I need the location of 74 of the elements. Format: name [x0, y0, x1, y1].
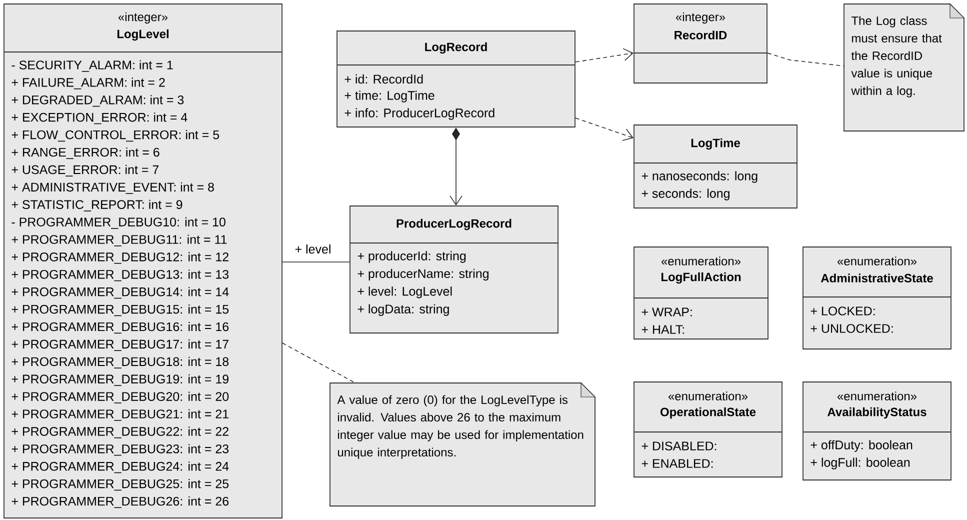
- class-name: LogLevel: [117, 29, 168, 41]
- class-name: LogTime: [691, 138, 740, 150]
- attribute-text: + PROGRAMMER_DEBUG24: int = 24: [12, 462, 229, 474]
- class-box: [634, 124, 798, 208]
- note-text: A value of zero (0) for the LogLevelType is invalid. Values above 26 to the maximum integer value may be used for implementation unique interpretations.: [337, 395, 584, 459]
- class-box: [634, 382, 782, 478]
- attribute-text: + offDuty: boolean: [810, 440, 912, 452]
- attribute-text: + PROGRAMMER_DEBUG22: int = 22: [12, 426, 228, 438]
- attribute-text: + producerName: string: [358, 268, 488, 281]
- attribute-text: + info: ProducerLogRecord: [344, 108, 494, 120]
- attribute-text: + logFull: boolean: [810, 458, 910, 470]
- edge-label: + level: [294, 243, 332, 255]
- attribute-text: + ENABLED:: [642, 459, 713, 468]
- stereotype-label: «enumeration»: [661, 256, 741, 266]
- attribute-text: + RANGE_ERROR: int = 6: [12, 147, 160, 160]
- class-box: [336, 30, 576, 128]
- stereotype-label: «integer»: [118, 12, 168, 24]
- attribute-text: + FAILURE_ALARM: int = 2: [12, 78, 165, 90]
- attribute-text: + UNLOCKED:: [810, 324, 893, 333]
- attribute-text: - SECURITY_ALARM: int = 1: [12, 60, 173, 72]
- attribute-text: + FLOW_CONTROL_ERROR: int = 5: [12, 130, 220, 142]
- attribute-text: + time: LogTime: [344, 90, 434, 102]
- class-name: LogRecord: [425, 42, 487, 54]
- attribute-text: + PROGRAMMER_DEBUG20: int = 20: [12, 392, 229, 404]
- attribute-text: - PROGRAMMER_DEBUG10: int = 10: [12, 217, 226, 229]
- attribute-text: + PROGRAMMER_DEBUG14: int = 14: [12, 287, 229, 299]
- class-box: [4, 4, 282, 518]
- class-name: OperationalState: [660, 407, 756, 419]
- arrow: [575, 48, 634, 62]
- connector-line: [767, 52, 844, 66]
- attribute-text: + PROGRAMMER_DEBUG25: int = 25: [12, 479, 229, 491]
- class-name: AvailabilityStatus: [828, 407, 926, 419]
- class-box: [802, 246, 952, 350]
- class-name: LogFullAction: [661, 272, 741, 284]
- connector-line: [282, 342, 356, 384]
- class-box: [802, 382, 952, 480]
- arrow: [575, 118, 634, 141]
- stereotype-label: «integer»: [676, 12, 726, 24]
- attribute-text: + PROGRAMMER_DEBUG19: int = 19: [12, 374, 228, 386]
- note-text: The Log class must ensure that the RecordID value is unique within a log.: [851, 16, 942, 98]
- attribute-text: + STATISTIC_REPORT: int = 9: [12, 200, 182, 212]
- attribute-text: + producerId: string: [358, 251, 466, 263]
- attribute-text: + USAGE_ERROR: int = 7: [12, 164, 159, 176]
- class-box: [634, 4, 768, 84]
- attribute-text: + PROGRAMMER_DEBUG18: int = 18: [12, 356, 229, 368]
- attribute-text: + PROGRAMMER_DEBUG21: int = 21: [12, 409, 228, 421]
- class-name: ProducerLogRecord: [396, 218, 512, 230]
- attribute-text: + LOCKED:: [810, 306, 875, 316]
- attribute-text: + id: RecordId: [344, 74, 423, 84]
- attribute-text: + HALT:: [642, 325, 684, 334]
- class-box: [634, 246, 768, 340]
- attribute-text: + WRAP:: [642, 308, 692, 316]
- class-name: RecordID: [674, 30, 727, 40]
- attribute-text: + DEGRADED_ALRAM: int = 3: [12, 95, 184, 107]
- attribute-text: + PROGRAMMER_DEBUG12: int = 12: [12, 252, 228, 264]
- attribute-text: + PROGRAMMER_DEBUG23: int = 23: [12, 444, 229, 456]
- stereotype-label: «enumeration»: [837, 392, 917, 400]
- attribute-text: + nanoseconds: long: [642, 171, 758, 183]
- class-name: AdministrativeState: [820, 274, 933, 282]
- attribute-text: + PROGRAMMER_DEBUG11: int = 11: [12, 234, 227, 246]
- stereotype-label: «enumeration»: [837, 256, 917, 266]
- class-box: [350, 206, 558, 334]
- attribute-text: + ADMINISTRATIVE_EVENT: int = 8: [12, 182, 214, 194]
- attribute-text: + PROGRAMMER_DEBUG17: int = 17: [12, 339, 228, 351]
- attribute-text: + EXCEPTION_ERROR: int = 4: [12, 112, 188, 124]
- attribute-text: + PROGRAMMER_DEBUG26: int = 26: [12, 496, 229, 508]
- stereotype-label: «enumeration»: [668, 392, 748, 400]
- attribute-text: + DISABLED:: [642, 442, 716, 450]
- attribute-text: + level: LogLevel: [358, 286, 452, 298]
- attribute-text: + seconds: long: [642, 188, 730, 200]
- attribute-text: + logData: string: [358, 304, 449, 316]
- attribute-text: + PROGRAMMER_DEBUG16: int = 16: [12, 322, 229, 334]
- attribute-text: + PROGRAMMER_DEBUG15: int = 15: [12, 304, 229, 316]
- attribute-text: + PROGRAMMER_DEBUG13: int = 13: [12, 270, 229, 282]
